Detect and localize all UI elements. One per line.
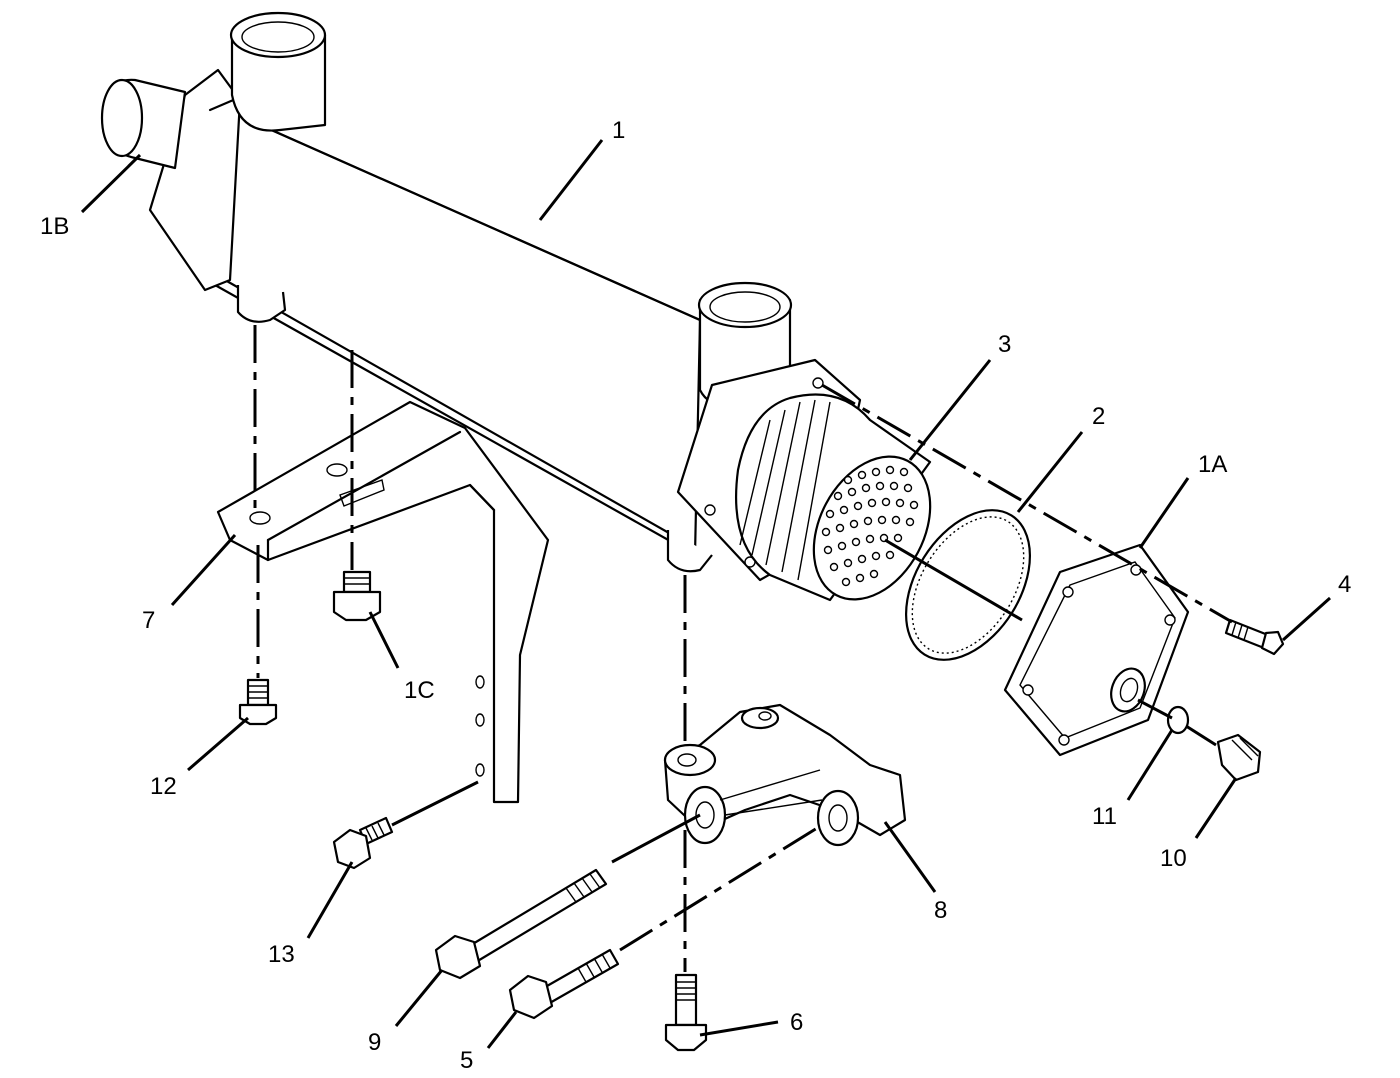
plug-1c <box>332 570 382 622</box>
callout-10: 10 <box>1160 845 1187 872</box>
callout-11: 11 <box>1092 803 1117 830</box>
tube-sheet-holes <box>821 465 919 587</box>
assembly-center-lines <box>253 325 1233 972</box>
bolt-12 <box>238 678 278 726</box>
callout-leaders <box>80 139 1331 1049</box>
tube-bundle <box>735 393 932 602</box>
callout-1a: 1A <box>1198 451 1227 478</box>
callout-labels: 1 1A 1B 1C 2 3 4 5 6 7 8 9 10 11 12 13 <box>40 117 1351 1074</box>
small-o-ring <box>1166 705 1190 735</box>
support-bracket <box>663 703 907 847</box>
callout-1: 1 <box>612 117 625 144</box>
callout-9: 9 <box>368 1029 381 1056</box>
bolt-9 <box>434 868 608 980</box>
callout-8: 8 <box>934 897 947 924</box>
end-cover <box>1003 543 1190 757</box>
callout-12: 12 <box>150 773 177 800</box>
callout-13: 13 <box>268 941 295 968</box>
bolt-13 <box>332 816 394 870</box>
mounting-bracket <box>216 400 550 804</box>
callout-4: 4 <box>1338 571 1351 598</box>
callout-2: 2 <box>1092 403 1105 430</box>
bolt-5 <box>508 948 620 1020</box>
callout-1c: 1C <box>404 677 435 704</box>
callout-6: 6 <box>790 1009 803 1036</box>
drain-plug <box>1216 733 1262 782</box>
callout-5: 5 <box>460 1047 473 1074</box>
bolt-4 <box>1224 618 1285 656</box>
bolt-6 <box>664 973 708 1052</box>
callout-1b: 1B <box>40 213 69 240</box>
callout-3: 3 <box>998 331 1011 358</box>
callout-7: 7 <box>142 607 155 634</box>
